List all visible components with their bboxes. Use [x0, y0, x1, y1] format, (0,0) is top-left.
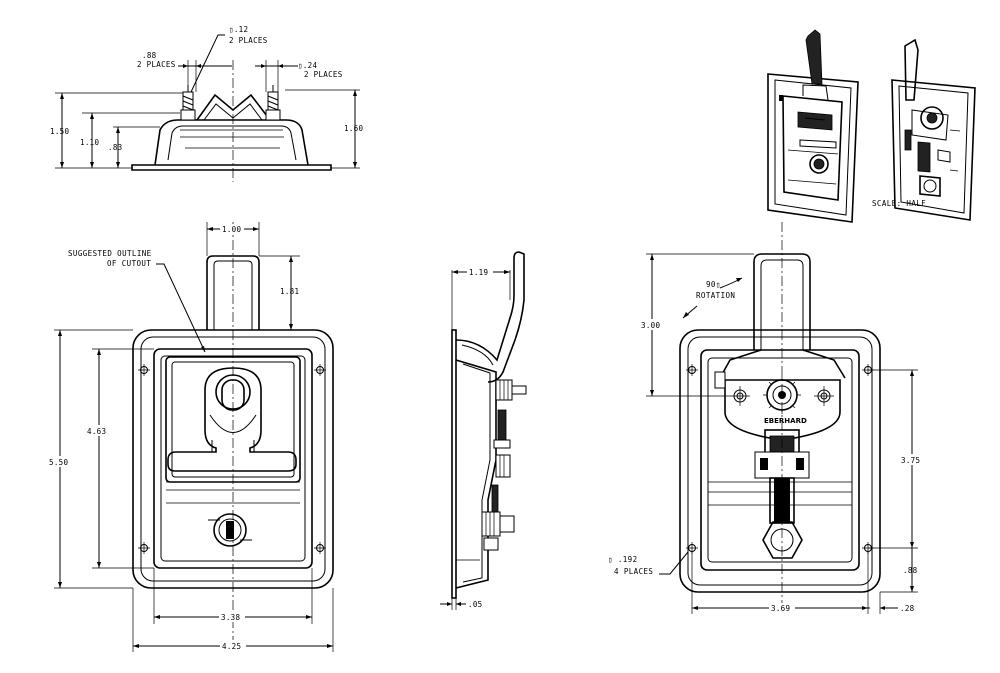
dim-550: 5.50: [49, 458, 68, 467]
dim-05: .05: [468, 600, 482, 609]
side-stud-bottom: [481, 511, 515, 551]
isometric-back: [891, 38, 976, 221]
dim-150: 1.50: [50, 127, 69, 136]
dia-12-label: ▯.12: [229, 25, 248, 34]
dim-375: 3.75: [901, 456, 920, 465]
front-view: SUGGESTED OUTLINE OF CUTOUT 1.00 1.81 4.…: [46, 222, 334, 652]
dia-192-label: ▯ .192: [608, 555, 638, 564]
brand-mark: EBERHARD: [764, 417, 807, 425]
dim-369: 3.69: [771, 604, 790, 613]
top-view: .88 2 PLACES ▯.12 2 PLACES ▯.24 2 PLACES…: [50, 25, 363, 182]
dim-88-top: .88: [142, 51, 157, 60]
dia-12-places: 2 PLACES: [229, 36, 268, 45]
cutout-note-line2: OF CUTOUT: [107, 259, 151, 268]
back-view: EBERHARD 90▯ ROTATION: [608, 222, 926, 614]
front-handle-stem: [206, 255, 260, 330]
dim-88-top-places: 2 PLACES: [137, 60, 176, 69]
dim-83: .83: [108, 143, 122, 152]
rotation-label-2: ROTATION: [696, 291, 735, 300]
front-handle: [167, 367, 297, 472]
top-view-stud-right: [265, 85, 281, 121]
scale-note: SCALE: HALF: [872, 199, 926, 208]
back-flange: [679, 329, 881, 593]
dim-338: 3.38: [221, 613, 240, 622]
dim-425: 4.25: [222, 642, 241, 651]
top-view-pan: [154, 119, 309, 166]
isometric-front: [767, 29, 859, 223]
dim-160: 1.60: [344, 124, 363, 133]
side-view: 1.19 .05: [440, 251, 527, 610]
dim-119: 1.19: [469, 268, 488, 277]
dia-192-places: 4 PLACES: [614, 567, 653, 576]
dim-463: 4.63: [87, 427, 106, 436]
dim-110: 1.10: [80, 138, 99, 147]
dim-300: 3.00: [641, 321, 660, 330]
front-mount-holes: [138, 364, 326, 554]
dim-100: 1.00: [222, 225, 241, 234]
dim-181: 1.81: [280, 287, 299, 296]
top-view-flange: [131, 164, 332, 171]
back-lock-nut: [762, 521, 803, 559]
dim-88-back: .88: [903, 566, 918, 575]
dim-24-places: 2 PLACES: [304, 70, 343, 79]
front-lock: [213, 513, 247, 547]
side-stud-top: [495, 379, 527, 401]
rotation-label: 90▯: [706, 280, 721, 289]
dim-28: .28: [900, 604, 915, 613]
dim-24-label: ▯.24: [298, 61, 317, 70]
side-flange: [451, 329, 457, 599]
side-handle: [455, 251, 525, 383]
cutout-note-line1: SUGGESTED OUTLINE: [68, 249, 152, 258]
